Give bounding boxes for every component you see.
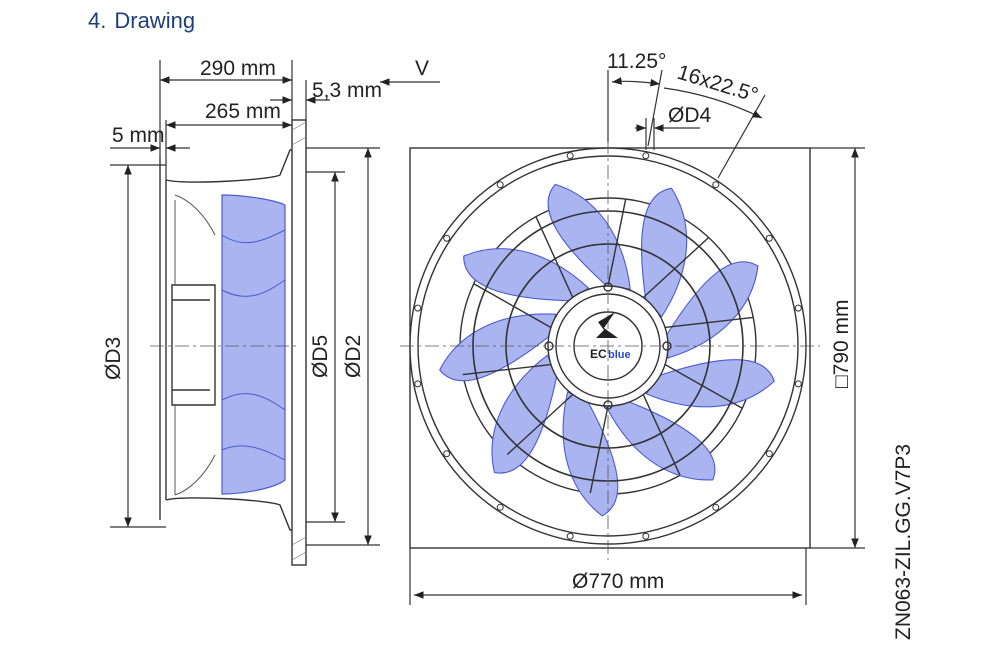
d4-label: ØD4 xyxy=(668,104,712,127)
guard-spoke xyxy=(607,198,627,287)
square-790-label: □790 mm xyxy=(830,299,853,388)
model-code: ZN063-ZIL.GG.V7P3 xyxy=(892,444,915,640)
motor-hub xyxy=(171,284,216,406)
mounting-hole xyxy=(765,450,773,458)
section-heading: 4. Drawing xyxy=(88,8,195,34)
mounting-hole xyxy=(712,503,720,511)
impeller-blade xyxy=(562,391,619,517)
guard-spoke xyxy=(664,316,754,329)
impeller-side-blades xyxy=(221,194,286,495)
guard-spoke xyxy=(473,283,552,329)
mounting-hole xyxy=(642,152,650,160)
angle-11-25-label: 11.25° xyxy=(607,50,666,73)
guard-spoke xyxy=(642,394,681,476)
impeller-blade xyxy=(605,400,716,481)
guard-spoke xyxy=(589,405,609,494)
guard-spoke xyxy=(462,363,552,376)
dim-5-label: 5 mm xyxy=(112,124,165,147)
guard-spoke xyxy=(535,216,574,298)
guard-spoke xyxy=(506,394,574,455)
mounting-hole xyxy=(496,503,504,511)
mounting-hole xyxy=(794,304,802,312)
logo-blue: blue xyxy=(608,349,631,361)
dim-290-label: 290 mm xyxy=(200,57,276,80)
impeller-blade xyxy=(641,187,688,318)
side-view xyxy=(150,119,307,566)
impeller-blade xyxy=(491,354,558,474)
logo-ec: EC xyxy=(590,347,607,361)
mounting-hole xyxy=(496,181,504,189)
mounting-hole xyxy=(443,450,451,458)
mounting-hole xyxy=(712,181,720,189)
section-title: Drawing xyxy=(114,8,196,33)
mounting-hole xyxy=(642,532,650,540)
nozzle-outline xyxy=(159,149,292,531)
impeller-blade xyxy=(665,261,759,359)
mounting-hole xyxy=(414,380,422,388)
guard-spoke xyxy=(664,363,743,409)
dim-265-label: 265 mm xyxy=(205,100,281,123)
impeller-blade xyxy=(547,183,631,290)
guard-spoke xyxy=(642,237,710,298)
side-dimensions: 290 mm 265 mm 5,3 mm V 5 mm ØD3 ØD5 ØD2 xyxy=(102,57,440,546)
mounting-hole xyxy=(414,304,422,312)
front-view xyxy=(400,140,820,560)
mounting-plate xyxy=(291,119,307,566)
dim-5-3-label: 5,3 mm xyxy=(312,79,382,102)
d5-label: ØD5 xyxy=(309,335,332,378)
diameter-770-label: Ø770 mm xyxy=(572,570,664,593)
flow-direction-label: V xyxy=(415,57,429,80)
mounting-hole xyxy=(566,152,574,160)
d3-label: ØD3 xyxy=(102,337,125,380)
mounting-hole xyxy=(794,380,802,388)
guard-spokes xyxy=(462,198,754,494)
mounting-hole xyxy=(765,234,773,242)
mounting-holes xyxy=(414,152,802,540)
mounting-hole xyxy=(443,234,451,242)
impeller-blade xyxy=(439,313,557,382)
section-number: 4. xyxy=(88,8,107,33)
ecblue-logo: EC blue xyxy=(590,312,631,361)
d2-label: ØD2 xyxy=(342,335,365,378)
mounting-hole xyxy=(566,532,574,540)
impeller-front-blades xyxy=(439,183,775,517)
